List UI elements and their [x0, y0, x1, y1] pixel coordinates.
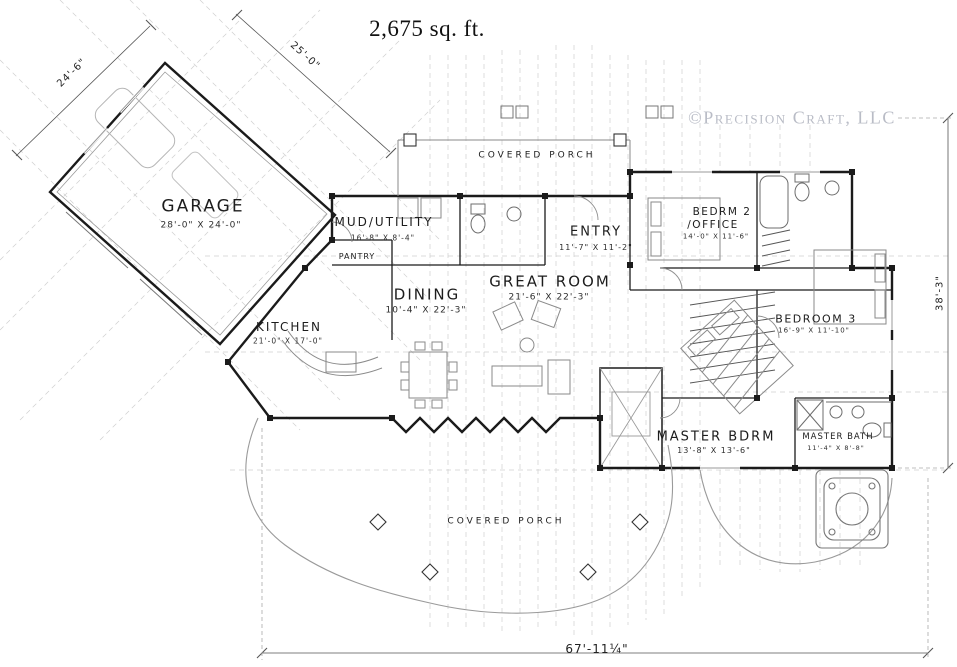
room-dims-master-bdrm: 13'-8" X 13'-6" [677, 446, 751, 455]
room-dims-garage: 28'-0" X 24'-0" [160, 220, 242, 231]
room-dims-bedrm2: 14'-0" X 11'-6" [682, 232, 750, 241]
watermark: ©Precision Craft, LLC [688, 107, 896, 128]
garage-outline [48, 61, 337, 346]
room-label-mud-utility: MUD/UTILITY [334, 215, 434, 229]
room-label-pantry: PANTRY [338, 252, 376, 261]
room-label-kitchen: KITCHEN [256, 320, 322, 334]
room-label-master-bdrm: MASTER BDRM [656, 429, 776, 445]
room-dims-mud-utility: 16'-8" X 8'-4" [350, 233, 416, 243]
bath-fixtures [470, 173, 892, 438]
projection-lines [0, 0, 948, 635]
room-label-bedrm2: BEDRM 2 [692, 205, 752, 218]
room-dims-master-bath: 11'-4" X 8'-8" [807, 443, 865, 452]
room-dims-bedroom3: 16'-9" X 11'-10" [778, 326, 850, 335]
dimension-lines [11, 9, 954, 660]
hot-tub [815, 469, 889, 549]
room-label-covered-porch-bottom: COVERED PORCH [447, 516, 565, 527]
door-arcs [331, 195, 780, 419]
room-dims-entry: 11'-7" X 11'-2" [559, 243, 633, 252]
room-label-great-room: GREAT ROOM [489, 272, 611, 291]
porch [245, 105, 893, 614]
room-label-entry: ENTRY [569, 224, 623, 240]
room-label-bedrm2-office: /OFFICE [687, 218, 739, 231]
dim-right-side: 38'-3" [934, 274, 946, 312]
room-dims-dining: 10'-4" X 22'-3" [385, 305, 467, 316]
room-dims-great-room: 21'-6" X 22'-3" [508, 292, 590, 303]
furniture [281, 197, 887, 415]
room-label-garage: GARAGE [161, 196, 245, 217]
plan-title: 2,675 sq. ft. [369, 16, 485, 41]
hatching [689, 229, 791, 384]
room-dims-kitchen: 21'-0" X 17'-0" [253, 336, 323, 346]
room-label-master-bath: MASTER BATH [802, 431, 874, 442]
house-outline [226, 170, 894, 470]
room-label-covered-porch-top: COVERED PORCH [478, 150, 596, 161]
log-posts [225, 169, 895, 471]
room-label-dining: DINING [393, 285, 461, 304]
room-label-bedroom3: BEDROOM 3 [775, 312, 857, 326]
dim-bottom: 67'-11¼" [565, 642, 629, 656]
